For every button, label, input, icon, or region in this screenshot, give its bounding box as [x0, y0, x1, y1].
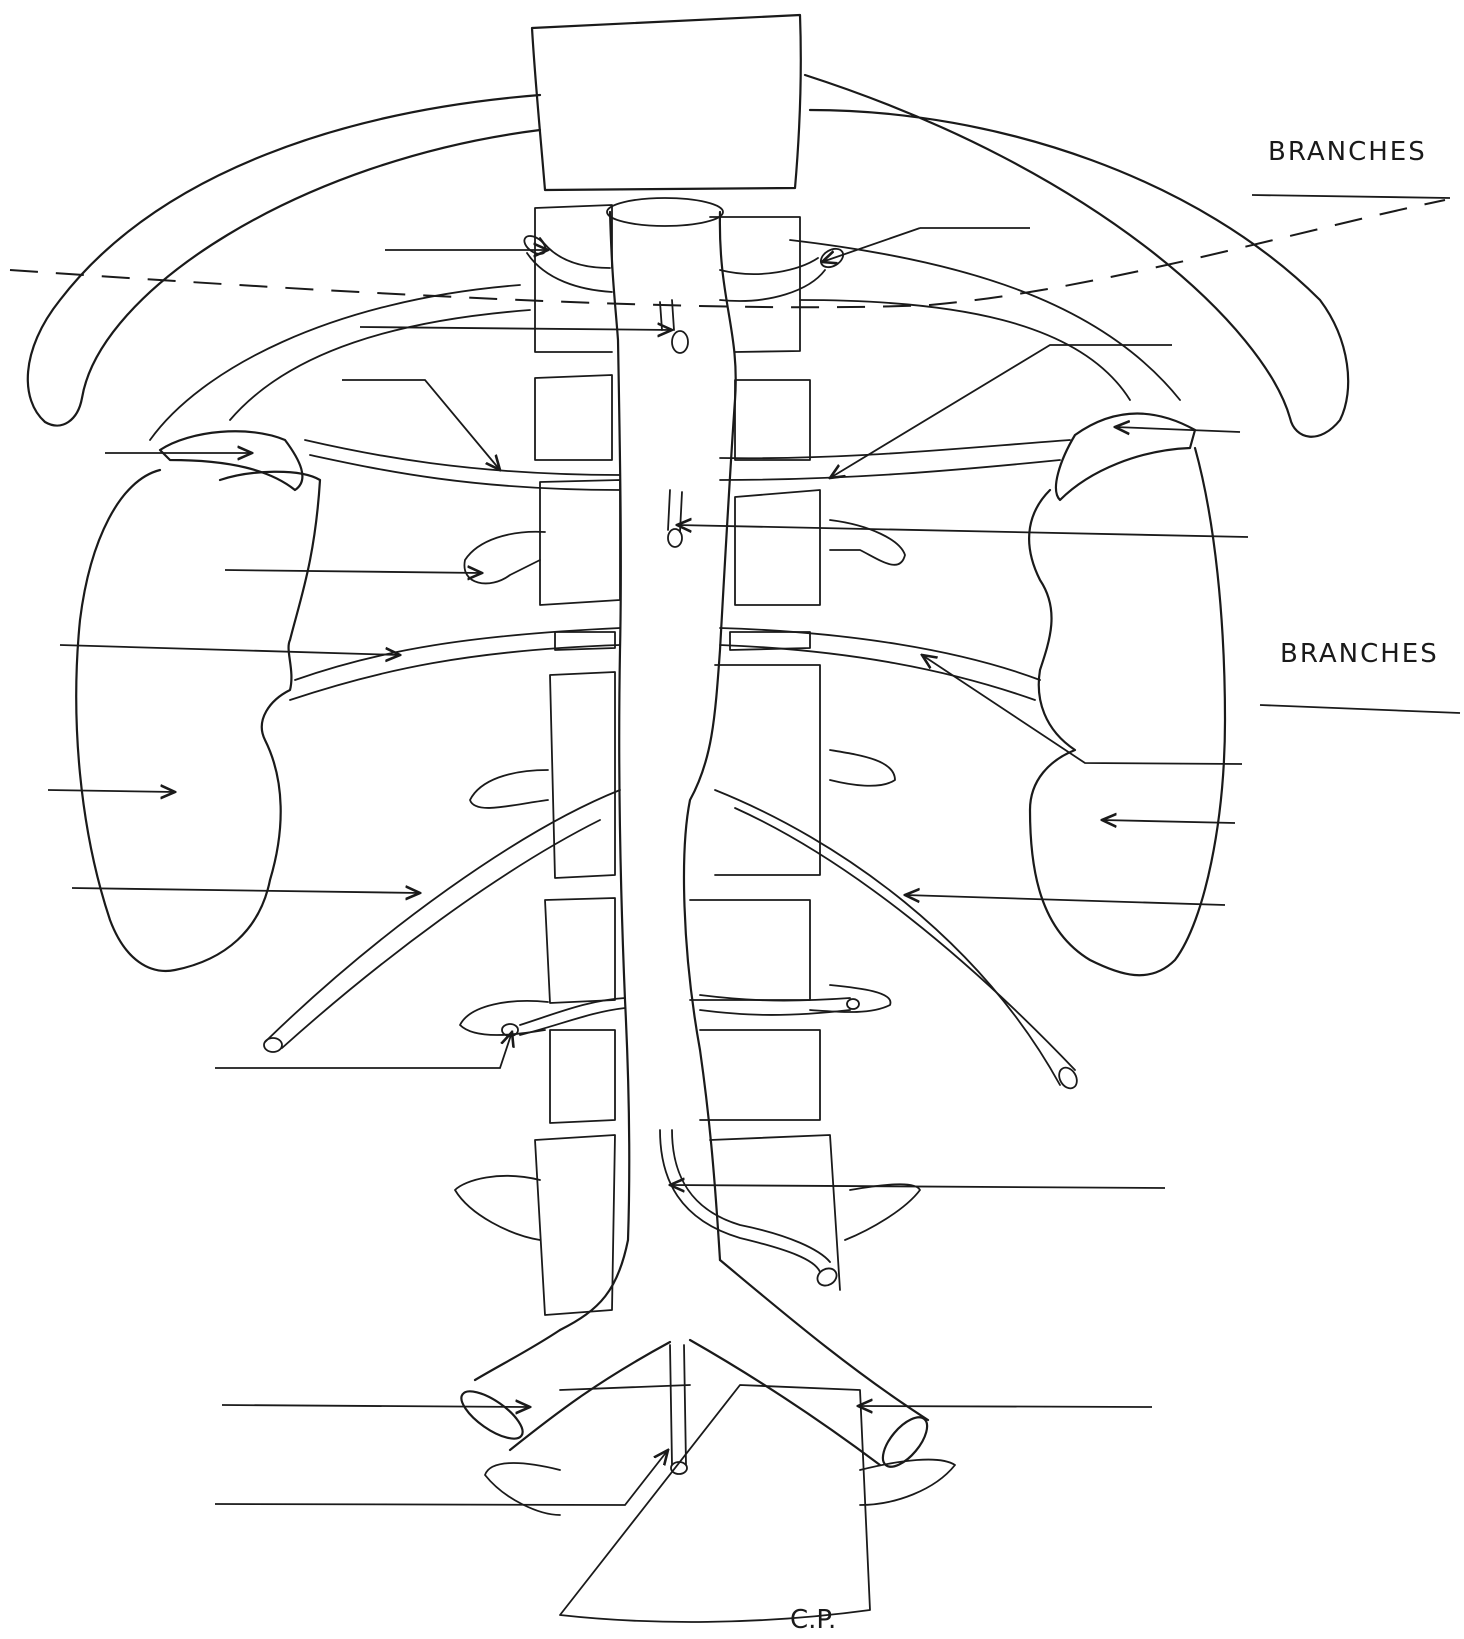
transverse-processes: [455, 520, 955, 1515]
right-renal-artery: [720, 628, 1040, 700]
left-gonadal-artery: [264, 790, 620, 1052]
right-common-iliac-artery: [690, 1260, 935, 1474]
branches-upper-label: BRANCHES: [1268, 137, 1427, 167]
vertebral-column: [532, 15, 870, 1622]
leader-inferior-phrenic-right: [822, 228, 920, 262]
superior-mesenteric-artery: [668, 490, 682, 547]
leader-left-gonadal: [72, 888, 420, 893]
aorta: [560, 198, 736, 1330]
leader-right-kidney: [1102, 820, 1235, 823]
leader-middle-suprarenal-left: [342, 380, 500, 470]
branches-lower-blank: [1260, 705, 1460, 713]
leader-left-renal: [60, 645, 400, 655]
leader-left-common-iliac: [222, 1405, 530, 1407]
inferior-phrenic-arteries: [521, 232, 846, 301]
leader-middle-suprarenal-right: [830, 345, 1172, 478]
left-renal-artery: [290, 628, 620, 700]
leader-left-kidney: [48, 790, 175, 792]
coeliac-trunk: [660, 300, 688, 353]
leader-lumbar-artery: [215, 1032, 512, 1068]
leader-superior-mesenteric: [677, 525, 1248, 537]
leader-median-sacral: [215, 1450, 668, 1505]
right-middle-suprarenal-artery: [720, 440, 1070, 458]
inferior-mesenteric-artery: [660, 1130, 840, 1289]
branches-lower-label: BRANCHES: [1280, 639, 1439, 669]
right-gonadal-artery: [715, 790, 1080, 1092]
leader-right-suprarenal: [1115, 427, 1240, 432]
leader-lumbar-upper: [225, 570, 482, 573]
left-middle-suprarenal-artery: [305, 440, 620, 475]
leader-right-gonadal: [905, 895, 1225, 905]
left-suprarenal-gland: [160, 431, 302, 490]
author-initials: C.P.: [790, 1605, 836, 1634]
dashed-plane-line: [10, 200, 1445, 307]
diaphragm: [28, 75, 1348, 440]
leader-right-renal: [922, 655, 1242, 764]
left-kidney: [76, 470, 320, 971]
branches-upper-blank: [1252, 195, 1450, 198]
leader-right-common-iliac: [858, 1406, 1152, 1407]
right-kidney: [1029, 448, 1225, 975]
